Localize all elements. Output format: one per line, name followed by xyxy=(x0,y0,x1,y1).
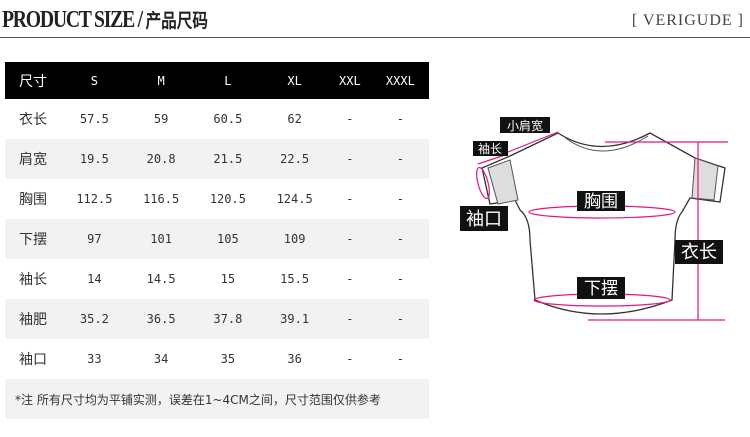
row-label: 衣长 xyxy=(19,112,47,128)
table-cell: 14 xyxy=(87,272,102,286)
table-cell: - xyxy=(346,112,354,126)
table-cell: 116.5 xyxy=(143,192,180,206)
column-header-m: M xyxy=(127,62,195,99)
tshirt-diagram: 小肩宽 袖长 袖口 胸围 衣长 下摆 xyxy=(460,117,728,321)
table-cell: - xyxy=(328,139,372,179)
row-label: 袖口 xyxy=(19,352,47,368)
table-cell: 14.5 xyxy=(146,272,176,286)
table-cell: 112.5 xyxy=(76,192,113,206)
column-header-xxxl: XXXL xyxy=(371,62,429,99)
table-row: 袖口 33 34 35 36 - - xyxy=(5,339,429,379)
table-cell: 21.5 xyxy=(194,139,262,179)
table-cell: - xyxy=(396,352,404,366)
table-cell: 105 xyxy=(194,219,262,259)
column-header-xl: XL xyxy=(261,62,328,99)
table-row: 袖长 14 14.5 15 15.5 - - xyxy=(5,259,429,299)
table-cell: - xyxy=(346,352,354,366)
tshirt-outline xyxy=(481,132,726,315)
label-shoulder: 小肩宽 xyxy=(507,118,543,133)
table-cell: 62 xyxy=(287,112,302,126)
table-cell: 120.5 xyxy=(209,192,246,206)
table-cell: 36 xyxy=(287,352,302,366)
table-cell: - xyxy=(328,219,372,259)
table-cell: 35.2 xyxy=(61,299,128,339)
table-cell: - xyxy=(396,112,404,126)
table-cell: 60.5 xyxy=(213,112,243,126)
label-cuff: 袖口 xyxy=(466,209,502,230)
page-title: PRODUCT SIZE / 产品尺码 xyxy=(2,6,208,34)
table-cell: 97 xyxy=(61,219,128,259)
table-cell: 109 xyxy=(261,219,328,259)
row-label: 袖肥 xyxy=(5,299,61,339)
table-cell: 35 xyxy=(220,352,236,366)
label-sleeve-length: 袖长 xyxy=(478,141,502,156)
table-cell: 57.5 xyxy=(79,112,109,126)
row-label: 肩宽 xyxy=(5,139,61,179)
table-cell: - xyxy=(396,272,404,286)
table-cell: 15 xyxy=(220,272,236,286)
label-hem: 下摆 xyxy=(584,279,618,299)
column-header-xxl: XXL xyxy=(328,62,372,99)
table-cell: 33 xyxy=(87,352,102,366)
row-label: 胸围 xyxy=(19,192,47,208)
label-length: 衣长 xyxy=(681,242,717,263)
row-label: 袖长 xyxy=(19,272,47,288)
table-cell: 101 xyxy=(127,219,195,259)
table-cell: - xyxy=(371,139,429,179)
table-cell: 19.5 xyxy=(61,139,128,179)
measurement-note: *注 所有尺寸均为平铺实测，误差在1~4CM之间，尺寸范围仅供参考 xyxy=(5,379,429,419)
table-cell: 15.5 xyxy=(280,272,310,286)
brand-label: [ VERIGUDE ] xyxy=(631,12,744,29)
title-cn: 产品尺码 xyxy=(145,10,208,32)
row-label: 下摆 xyxy=(5,219,61,259)
table-cell: 59 xyxy=(153,112,169,126)
table-cell: 36.5 xyxy=(127,299,195,339)
table-row: 衣长 57.5 59 60.5 62 - - xyxy=(5,99,429,139)
table-cell: - xyxy=(346,272,354,286)
divider xyxy=(0,37,750,38)
column-header-s: S xyxy=(61,62,128,99)
diagram-labels: 小肩宽 袖长 袖口 胸围 衣长 下摆 xyxy=(460,117,723,299)
column-header-l: L xyxy=(194,62,262,99)
table-cell: - xyxy=(346,192,354,206)
table-cell: 34 xyxy=(153,352,169,366)
table-cell: 22.5 xyxy=(261,139,328,179)
table-cell: - xyxy=(371,299,429,339)
table-cell: 37.8 xyxy=(194,299,262,339)
table-cell: 39.1 xyxy=(261,299,328,339)
column-header-size: 尺寸 xyxy=(5,62,61,99)
table-row: 胸围 112.5 116.5 120.5 124.5 - - xyxy=(5,179,429,219)
title-en: PRODUCT SIZE / xyxy=(2,7,146,33)
label-chest: 胸围 xyxy=(584,192,618,212)
table-cell: - xyxy=(371,219,429,259)
table-cell: - xyxy=(396,192,404,206)
table-cell: 20.8 xyxy=(127,139,195,179)
table-cell: 124.5 xyxy=(276,192,313,206)
table-cell: - xyxy=(328,299,372,339)
